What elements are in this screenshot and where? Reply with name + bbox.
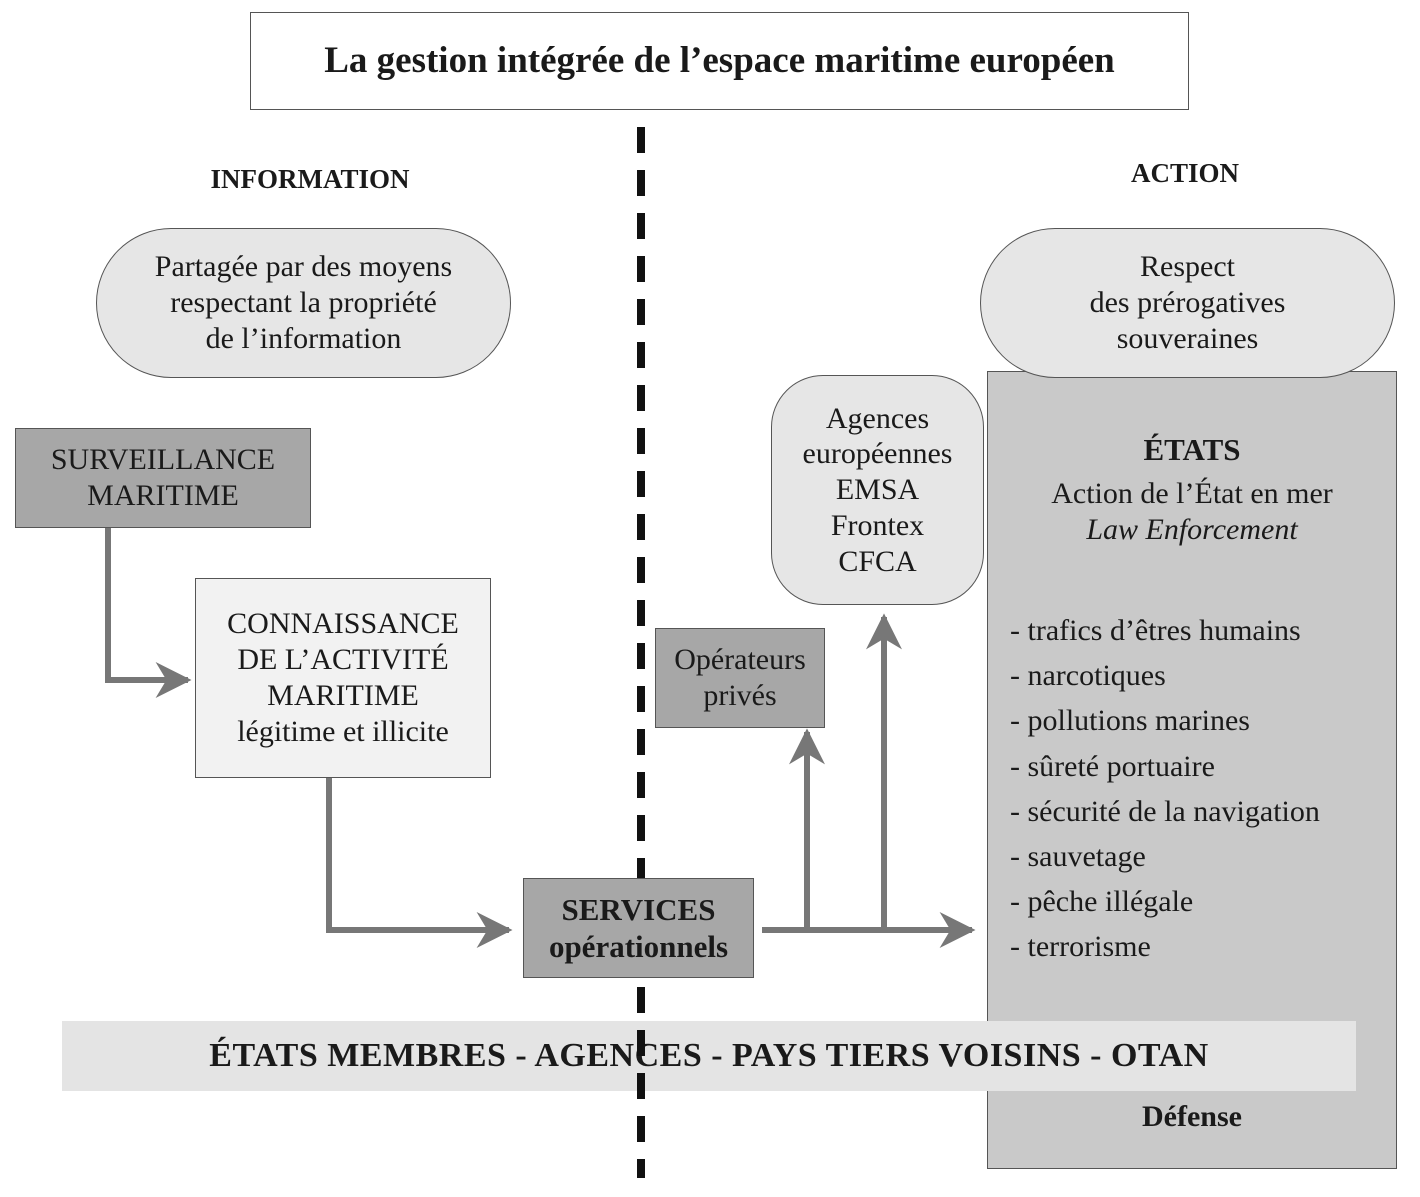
etats-subtitle: Action de l’État en mer: [1051, 477, 1333, 510]
surveillance-line-2: MARITIME: [87, 479, 239, 512]
connaissance-box: CONNAISSANCE DE L’ACTIVITÉ MARITIME légi…: [195, 578, 491, 778]
action-pill-line-2: des prérogatives: [1089, 286, 1286, 319]
action-heading: ACTION: [1035, 158, 1335, 189]
operateurs-box: Opérateurs privés: [655, 628, 825, 728]
connaissance-line-3: MARITIME: [267, 679, 419, 712]
information-heading: INFORMATION: [160, 164, 460, 195]
list-item: - trafics d’êtres humains: [1010, 614, 1301, 647]
info-pill-line-1: Partagée par des moyens: [154, 250, 453, 283]
services-box: SERVICES opérationnels: [523, 878, 754, 978]
services-line-2: opérationnels: [548, 929, 729, 964]
list-item: - sécurité de la navigation: [1010, 794, 1320, 828]
list-item: - sûreté portuaire: [1010, 749, 1215, 783]
information-sharing-pill: Partagée par des moyens respectant la pr…: [96, 228, 511, 378]
agences-line-4: Frontex: [830, 508, 925, 542]
arrow-surveillance-to-connaissance: [105, 528, 192, 698]
list-item: - pollutions marines: [1010, 704, 1250, 738]
etats-heading: ÉTATS Action de l’État en mer Law Enforc…: [987, 432, 1397, 548]
arrow-connaissance-to-services: [326, 778, 513, 948]
connaissance-line-1: CONNAISSANCE: [227, 607, 459, 640]
partners-band-label: ÉTATS MEMBRES - AGENCES - PAYS TIERS VOI…: [209, 1036, 1209, 1074]
action-heading-text: ACTION: [1130, 158, 1239, 188]
connaissance-line-4: légitime et illicite: [237, 715, 449, 748]
agences-line-5: CFCA: [838, 544, 917, 578]
action-pill-line-1: Respect: [1140, 250, 1235, 283]
list-item: - pêche illégale: [1010, 885, 1194, 919]
info-pill-line-3: de l’information: [205, 322, 402, 355]
partners-band: ÉTATS MEMBRES - AGENCES - PAYS TIERS VOI…: [62, 1021, 1356, 1091]
services-line-1: SERVICES: [561, 891, 716, 927]
operateurs-line-2: privés: [703, 679, 777, 712]
etats-subtitle-italic: Law Enforcement: [1086, 513, 1298, 546]
defense-label: Défense: [1142, 1100, 1242, 1133]
etats-title: ÉTATS: [1143, 432, 1241, 467]
connaissance-line-2: DE L’ACTIVITÉ: [237, 643, 449, 676]
surveillance-box: SURVEILLANCE MARITIME: [15, 428, 311, 528]
sovereignty-pill: Respect des prérogatives souveraines: [980, 228, 1395, 378]
information-heading-text: INFORMATION: [210, 164, 410, 194]
surveillance-line-1: SURVEILLANCE: [50, 443, 276, 476]
agences-line-3: EMSA: [835, 473, 920, 507]
action-pill-line-3: souveraines: [1116, 322, 1259, 355]
info-pill-line-2: respectant la propriété: [170, 286, 437, 319]
list-item: - terrorisme: [1010, 930, 1151, 964]
diagram-title: La gestion intégrée de l’espace maritime…: [250, 12, 1189, 110]
list-item: - narcotiques: [1010, 659, 1166, 693]
operateurs-line-1: Opérateurs: [674, 643, 806, 676]
agences-line-2: européennes: [802, 437, 953, 471]
agences-line-1: Agences: [825, 401, 930, 435]
list-item: - sauvetage: [1010, 840, 1146, 874]
agences-box: Agences européennes EMSA Frontex CFCA: [771, 375, 984, 605]
title-text: La gestion intégrée de l’espace maritime…: [324, 39, 1115, 81]
etats-mission-list: - trafics d’êtres humains - narcotiques …: [1010, 608, 1320, 970]
